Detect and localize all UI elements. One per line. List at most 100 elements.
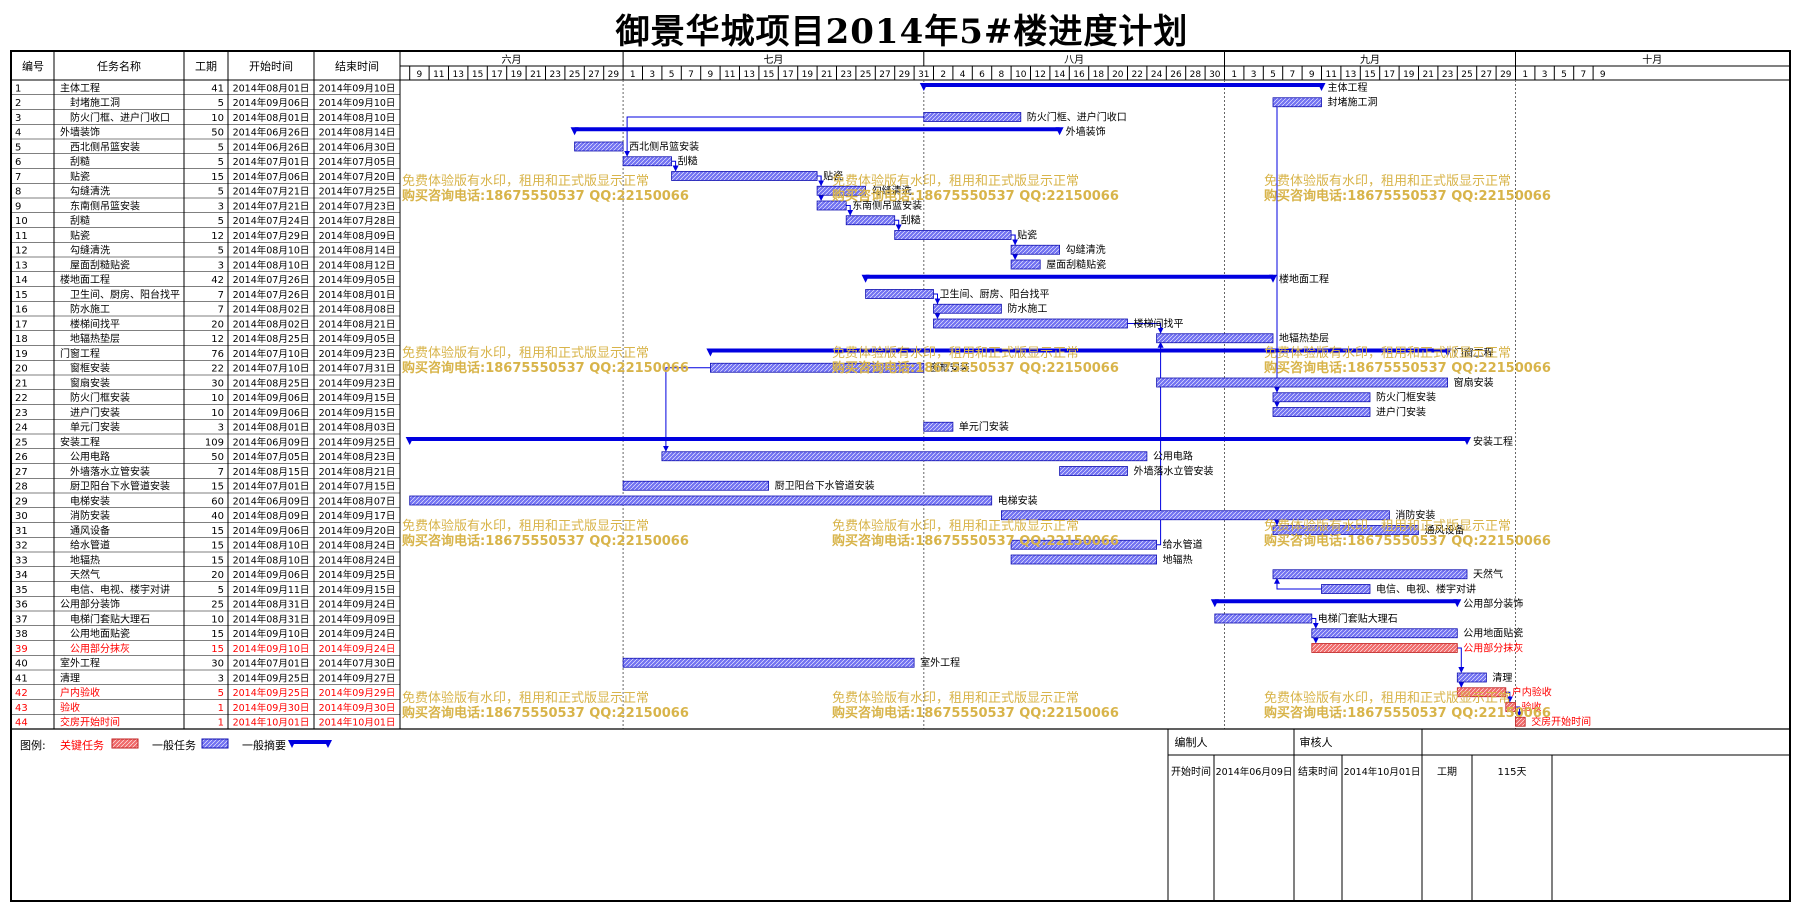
summary-bar[interactable] xyxy=(409,437,1468,441)
task-id: 12 xyxy=(15,246,28,257)
day-tick-label: 25 xyxy=(860,70,871,80)
day-tick-label: 3 xyxy=(1542,70,1548,80)
task-name: 消防安装 xyxy=(70,509,110,522)
summary-bar[interactable] xyxy=(923,83,1322,87)
bar-label: 防火门框安装 xyxy=(1376,391,1436,404)
task-end: 2014年09月20日 xyxy=(319,525,396,537)
task-start: 2014年09月30日 xyxy=(233,702,310,714)
task-bar[interactable] xyxy=(923,112,1022,122)
bar-label: 电信、电视、楼宇对讲 xyxy=(1376,582,1476,595)
task-bar[interactable] xyxy=(933,318,1128,329)
critical-task-bar[interactable] xyxy=(1456,687,1507,698)
task-bar[interactable] xyxy=(1156,333,1274,344)
task-id: 28 xyxy=(15,482,28,493)
task-name: 防水施工 xyxy=(70,303,110,316)
bar-label: 外墙落水立管安装 xyxy=(1134,464,1214,477)
dependency-link xyxy=(1156,341,1164,546)
watermark-line1: 免费体验版有水印，租用和正式版显示正常 xyxy=(1264,690,1511,706)
task-bar[interactable] xyxy=(1311,628,1458,639)
task-bar[interactable] xyxy=(622,657,915,668)
task-bar[interactable] xyxy=(894,230,1012,240)
task-start: 2014年06月26日 xyxy=(233,127,310,139)
summary-bar[interactable] xyxy=(574,127,1060,132)
task-bar[interactable] xyxy=(865,289,934,299)
task-bar[interactable] xyxy=(1010,259,1041,270)
critical-task-bar[interactable] xyxy=(1515,716,1526,727)
day-tick-label: 4 xyxy=(960,70,966,80)
task-bar[interactable] xyxy=(923,421,954,432)
day-tick-label: 9 xyxy=(1309,70,1315,80)
task-end: 2014年08月09日 xyxy=(319,230,396,242)
task-bar[interactable] xyxy=(1156,377,1448,388)
summary-bar-cap xyxy=(1269,274,1277,283)
task-bar[interactable] xyxy=(1272,525,1419,535)
task-start: 2014年09月10日 xyxy=(233,628,310,640)
task-bar[interactable] xyxy=(845,215,896,226)
summary-bar[interactable] xyxy=(1214,599,1458,604)
task-bar[interactable] xyxy=(661,451,1148,462)
task-start: 2014年07月05日 xyxy=(233,451,310,463)
task-start: 2014年09月25日 xyxy=(233,687,310,699)
task-bar[interactable] xyxy=(574,141,624,152)
task-bar[interactable] xyxy=(622,156,672,167)
task-bar[interactable] xyxy=(816,200,847,211)
day-tick-label: 14 xyxy=(1054,70,1066,80)
task-id: 23 xyxy=(15,408,28,419)
task-end: 2014年08月14日 xyxy=(319,245,396,257)
task-bar[interactable] xyxy=(1272,569,1468,580)
watermark-line1: 免费体验版有水印，租用和正式版显示正常 xyxy=(832,690,1079,706)
task-end: 2014年08月14日 xyxy=(319,127,396,139)
day-tick-label: 20 xyxy=(1112,70,1124,80)
critical-task-bar[interactable] xyxy=(1311,643,1458,653)
task-bar[interactable] xyxy=(710,362,925,373)
task-id: 7 xyxy=(15,172,21,183)
prepared-by-label: 编制人 xyxy=(1175,735,1208,749)
task-start: 2014年07月21日 xyxy=(233,200,310,212)
task-bar[interactable] xyxy=(671,171,818,181)
task-id: 41 xyxy=(15,673,28,684)
critical-task-bar[interactable] xyxy=(1505,702,1516,712)
task-bar[interactable] xyxy=(409,495,993,506)
bar-label: 地辐热垫层 xyxy=(1279,332,1329,345)
task-bar[interactable] xyxy=(1272,407,1371,417)
task-start: 2014年10月01日 xyxy=(233,717,310,729)
bar-label: 屋面刮糙贴瓷 xyxy=(1046,258,1106,271)
task-bar[interactable] xyxy=(1272,97,1322,108)
task-duration: 15 xyxy=(211,555,224,566)
summary-bar[interactable] xyxy=(710,348,1448,353)
watermark-line2: 购买咨询电话:18675550537 QQ:22150066 xyxy=(832,705,1119,721)
task-bar[interactable] xyxy=(1059,466,1128,476)
task-bar[interactable] xyxy=(816,185,866,196)
day-tick-label: 13 xyxy=(1345,70,1356,80)
task-bar[interactable] xyxy=(1272,392,1371,403)
task-name: 贴瓷 xyxy=(70,170,90,183)
day-tick-label: 2 xyxy=(940,70,946,80)
task-bar[interactable] xyxy=(1010,539,1157,550)
task-name: 勾缝清洗 xyxy=(70,185,110,198)
task-bar[interactable] xyxy=(933,303,1002,314)
task-bar[interactable] xyxy=(1321,584,1371,594)
bar-label: 交房开始时间 xyxy=(1531,715,1591,728)
task-bar[interactable] xyxy=(1456,672,1487,683)
task-start: 2014年08月31日 xyxy=(233,599,310,611)
bar-label: 勾缝清洗 xyxy=(872,184,912,197)
summary-bar[interactable] xyxy=(865,274,1273,279)
task-name: 天然气 xyxy=(70,568,100,581)
month-label: 九月 xyxy=(1360,54,1380,66)
task-bar[interactable] xyxy=(1214,613,1313,624)
task-id: 34 xyxy=(15,570,28,581)
task-bar[interactable] xyxy=(1001,510,1390,521)
task-start: 2014年07月29日 xyxy=(233,230,310,242)
task-bar[interactable] xyxy=(1010,554,1157,565)
task-bar[interactable] xyxy=(1010,244,1060,255)
task-end: 2014年08月10日 xyxy=(319,112,396,124)
task-bar[interactable] xyxy=(622,480,769,491)
task-duration: 1 xyxy=(218,718,224,729)
task-id: 33 xyxy=(15,555,28,566)
watermark-line1: 免费体验版有水印，租用和正式版显示正常 xyxy=(1264,345,1511,361)
bar-label: 公用电路 xyxy=(1153,450,1193,463)
task-name: 电梯安装 xyxy=(70,494,110,507)
day-tick-label: 15 xyxy=(472,70,483,80)
task-end: 2014年09月27日 xyxy=(319,672,396,684)
